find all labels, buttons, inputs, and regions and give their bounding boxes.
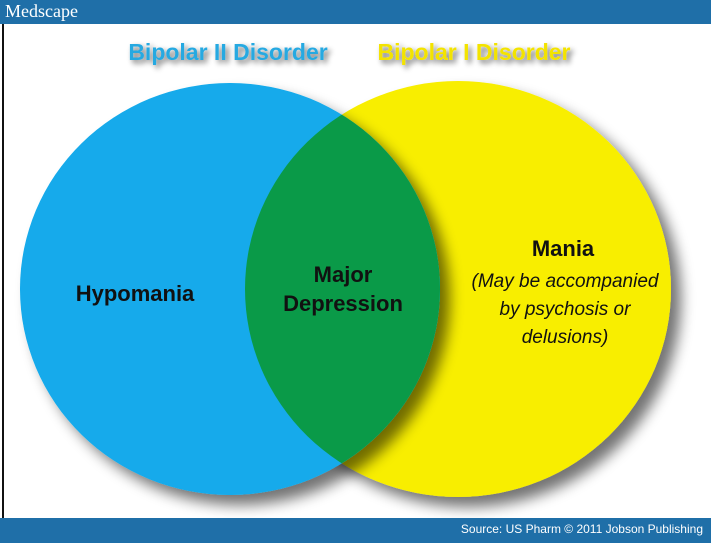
header-bar: Medscape (0, 0, 711, 24)
overlap-region (245, 83, 440, 495)
footer-bar: Source: US Pharm © 2011 Jobson Publishin… (0, 518, 711, 543)
bipolar-i-title: Bipolar I Disorder (378, 39, 571, 65)
depression-label: Depression (283, 291, 403, 316)
mania-note-line1: (May be accompanied (472, 271, 660, 292)
venn-diagram: Bipolar II Disorder Bipolar I Disorder H… (20, 39, 671, 497)
mania-note-line2: by psychosis or (500, 299, 632, 320)
mania-label: Mania (532, 236, 595, 261)
major-label: Major (314, 262, 373, 287)
hypomania-label: Hypomania (76, 281, 195, 306)
mania-note-line3: delusions) (522, 327, 609, 348)
source-credit: Source: US Pharm © 2011 Jobson Publishin… (460, 522, 703, 536)
bipolar-ii-title: Bipolar II Disorder (128, 39, 327, 65)
left-border-rule (2, 24, 4, 518)
brand-logo-text: Medscape (5, 1, 78, 21)
